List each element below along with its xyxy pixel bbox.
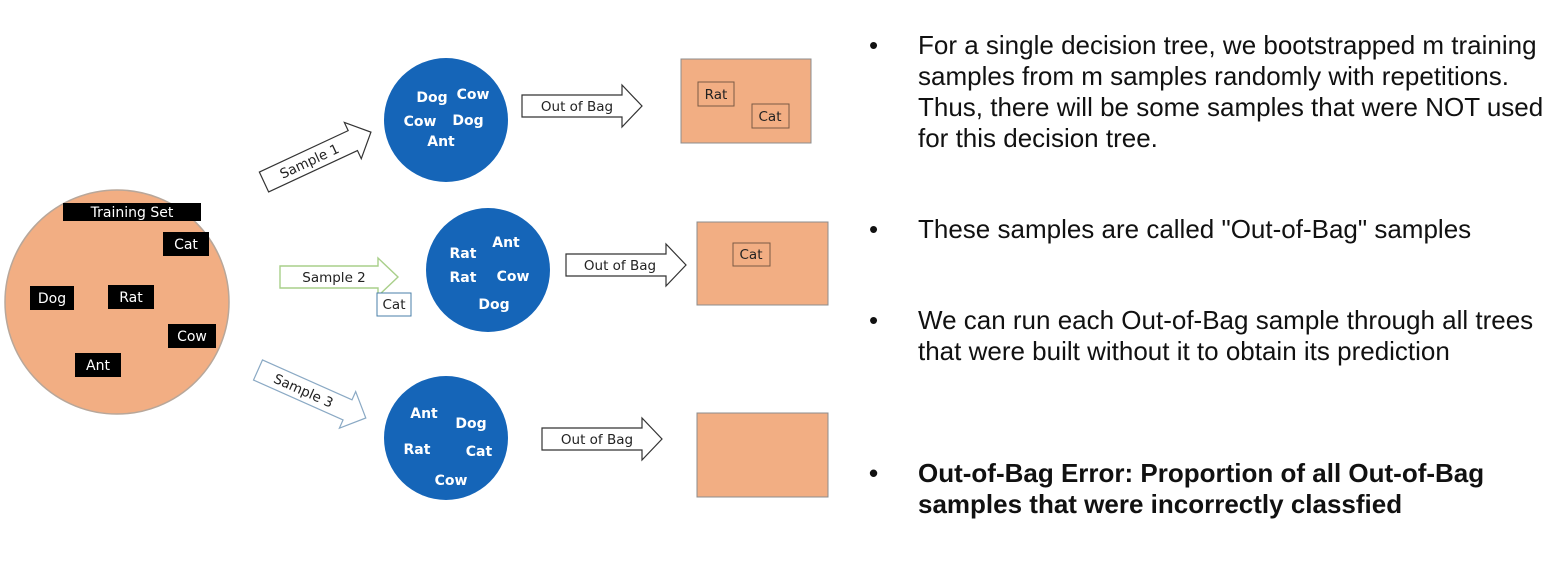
bag-2-circle — [426, 208, 550, 332]
training-item-cow-box — [168, 324, 216, 348]
oob-arrow-1-label: Out of Bag — [541, 99, 613, 115]
bullet-marker: • — [869, 458, 879, 488]
oob-item-box — [732, 242, 771, 267]
sample-3-arrow: Sample 3 — [252, 359, 367, 430]
training-item-rat-box — [108, 285, 154, 309]
training-item-rat: Rat — [119, 290, 143, 306]
bag-2-item: Rat — [450, 246, 477, 262]
bullet-marker: • — [869, 305, 879, 335]
sample-2-extra-label: Cat — [383, 297, 406, 313]
sample-2-extra-box — [376, 292, 412, 317]
bag-3-circle — [384, 376, 508, 500]
oob-box-2 — [696, 221, 829, 306]
bag-1-item: Cow — [457, 87, 490, 103]
bullet-text: We can run each Out-of-Bag sample throug… — [918, 305, 1534, 366]
oob-arrow-1: Out of Bag — [521, 83, 643, 129]
bullet-marker: • — [869, 214, 879, 244]
bag-1-item: Dog — [416, 90, 447, 106]
bullet-item: • For a single decision tree, we bootstr… — [866, 30, 1556, 154]
bag-1-item: Cow — [404, 114, 437, 130]
bullet-text: Out-of-Bag Error: Proportion of all Out-… — [918, 458, 1485, 519]
training-item-cow: Cow — [177, 329, 207, 345]
training-item-cat-box — [163, 232, 209, 256]
oob-arrow-2: Out of Bag — [565, 242, 687, 288]
bag-1-item: Ant — [427, 134, 455, 150]
bag-2-item: Dog — [478, 297, 509, 313]
bullet-item: • Out-of-Bag Error: Proportion of all Ou… — [866, 458, 1556, 520]
sample-1-arrow: Sample 1 — [258, 121, 372, 193]
oob-arrow-3-label: Out of Bag — [561, 432, 633, 448]
bullet-text: These samples are called "Out-of-Bag" sa… — [918, 214, 1472, 244]
bullet-text: For a single decision tree, we bootstrap… — [918, 30, 1544, 153]
bag-1-item: Dog — [452, 113, 483, 129]
bag-3-item: Cat — [466, 444, 493, 460]
bag-2-item: Cow — [497, 269, 530, 285]
oob-box-1 — [680, 58, 812, 144]
bag-2-item: Rat — [450, 270, 477, 286]
bullet-item: • We can run each Out-of-Bag sample thro… — [866, 305, 1556, 367]
out-of-bag-diagram: Training Set Cat Dog Rat Cow Ant Sample … — [4, 58, 829, 500]
oob-arrow-2-label: Out of Bag — [584, 258, 656, 274]
training-item-cat: Cat — [174, 237, 198, 253]
bag-3-item: Rat — [404, 442, 431, 458]
bag-3-item: Ant — [410, 406, 438, 422]
bag-3-item: Cow — [435, 473, 468, 489]
training-item-dog-box — [30, 286, 74, 310]
bag-2-item: Ant — [492, 235, 520, 251]
bag-3-item: Dog — [455, 416, 486, 432]
training-item-ant: Ant — [86, 358, 110, 374]
oob-item: Cat — [759, 109, 782, 125]
training-item-ant-box — [75, 353, 121, 377]
bullet-item: • These samples are called "Out-of-Bag" … — [866, 214, 1556, 245]
training-item-dog: Dog — [38, 291, 66, 307]
oob-item-box — [751, 103, 790, 129]
training-set-title-box — [63, 203, 201, 221]
oob-item: Rat — [705, 87, 728, 103]
sample-2-label: Sample 2 — [302, 270, 366, 286]
oob-arrow-3: Out of Bag — [541, 416, 663, 462]
bullet-marker: • — [869, 30, 879, 60]
bag-1-circle — [384, 58, 508, 182]
oob-box-3 — [696, 412, 829, 498]
oob-item: Cat — [740, 247, 763, 263]
oob-item-box — [697, 81, 735, 107]
training-set-title: Training Set — [90, 205, 174, 221]
sample-2-arrow: Sample 2 — [279, 256, 400, 298]
